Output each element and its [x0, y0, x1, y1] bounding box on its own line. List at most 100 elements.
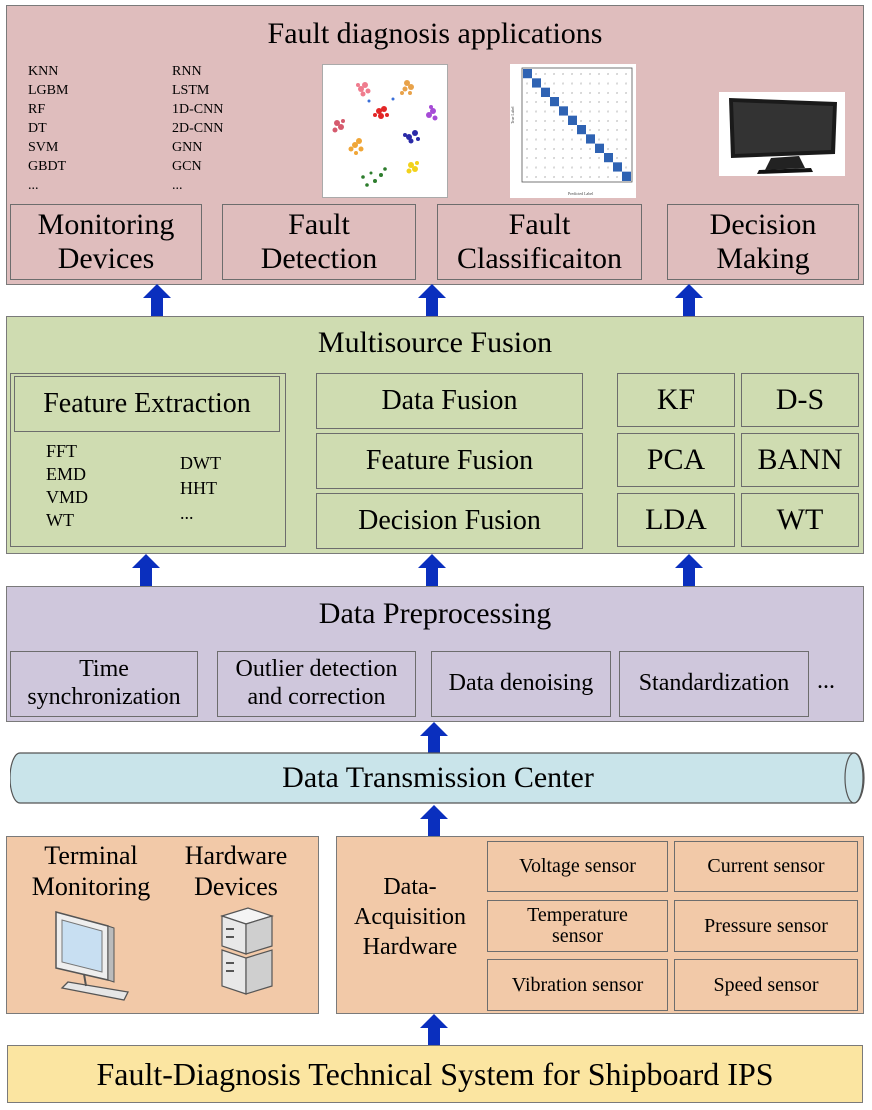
- step-standardization: Standardization: [619, 651, 809, 717]
- cm-cell: [532, 134, 541, 144]
- cm-cell: [604, 87, 613, 97]
- cm-cell-label: 0: [544, 175, 546, 179]
- cm-cell-label: 0: [526, 100, 528, 104]
- sensor-temperature: Temperature sensor: [487, 900, 668, 952]
- cm-cell-label: 0: [616, 72, 618, 76]
- applications-title: Fault diagnosis applications: [267, 17, 603, 50]
- cm-diagonal-cell: [586, 134, 595, 144]
- cm-cell: [559, 87, 568, 97]
- cm-cell: [523, 97, 532, 107]
- cm-cell-label: 0: [562, 175, 564, 179]
- cm-cell-label: 0: [553, 175, 555, 179]
- cm-cell-label: 0: [562, 138, 564, 142]
- cm-cell-label: 0: [526, 128, 528, 132]
- step-data-denoising: Data denoising: [431, 651, 611, 717]
- cm-cell-label: 0: [562, 119, 564, 123]
- cm-cell: [568, 78, 577, 88]
- cm-cell: [523, 106, 532, 116]
- cm-cell-label: 0: [553, 156, 555, 160]
- arrow-up-icon: [420, 805, 448, 837]
- cm-cell: [550, 143, 559, 153]
- cm-cell-label: 0: [571, 110, 573, 114]
- dl-algorithm: RNN: [172, 64, 202, 79]
- ml-algorithm: LGBM: [28, 83, 69, 98]
- cm-cell-label: 0: [616, 156, 618, 160]
- cm-cell-label: 0: [598, 128, 600, 132]
- cm-cell: [523, 153, 532, 163]
- cm-cell-label: 0: [616, 119, 618, 123]
- cm-cell: [604, 143, 613, 153]
- cm-cell-label: 0: [526, 147, 528, 151]
- cm-diagonal-cell: [550, 97, 559, 107]
- dl-algorithm: LSTM: [172, 83, 210, 98]
- sensor-vibration: Vibration sensor: [487, 959, 668, 1011]
- cm-cell: [550, 162, 559, 172]
- arrow-up-icon: [418, 284, 446, 316]
- cm-cell-label: 0: [526, 156, 528, 160]
- cm-cell-label: 0: [535, 91, 537, 95]
- cm-cell: [550, 125, 559, 135]
- dl-algorithm: GNN: [172, 140, 203, 155]
- cm-cell: [595, 78, 604, 88]
- cm-cell-label: 0: [544, 147, 546, 151]
- cm-cell-label: 0: [562, 166, 564, 170]
- cm-cell-label: 0: [535, 156, 537, 160]
- cm-cell-label: 0: [544, 72, 546, 76]
- cm-cell: [595, 162, 604, 172]
- cm-cell: [532, 153, 541, 163]
- cm-cell: [586, 97, 595, 107]
- step-time-synchronization: Time synchronization: [10, 651, 198, 717]
- cm-cell-label: 0: [526, 166, 528, 170]
- cm-cell-label: 0: [625, 91, 627, 95]
- cm-cell-label: 0: [544, 128, 546, 132]
- cm-cell-label: 0: [580, 72, 582, 76]
- cm-diagonal-cell: [559, 106, 568, 116]
- cm-cell: [559, 171, 568, 181]
- step-outlier-detection: Outlier detection and correction: [217, 651, 416, 717]
- cm-cell: [577, 69, 586, 79]
- ml-algorithm: RF: [28, 102, 46, 117]
- cm-cell-label: 0: [571, 147, 573, 151]
- cm-cell: [550, 115, 559, 125]
- cm-cell: [568, 162, 577, 172]
- ml-algorithm: SVM: [28, 140, 59, 155]
- cm-diagonal-cell: [541, 87, 550, 97]
- cm-cell: [523, 134, 532, 144]
- cm-cell-label: 0: [571, 138, 573, 142]
- cm-cell-label: 0: [616, 100, 618, 104]
- cm-cell: [568, 97, 577, 107]
- cm-cell: [532, 115, 541, 125]
- cm-cell-label: 0: [580, 110, 582, 114]
- cm-cell-label: 0: [625, 72, 627, 76]
- cm-cell: [613, 97, 622, 107]
- cm-cell: [622, 97, 631, 107]
- cm-cell: [568, 143, 577, 153]
- cm-diagonal-cell: [568, 115, 577, 125]
- cm-cell: [559, 134, 568, 144]
- cm-cell-label: 0: [562, 147, 564, 151]
- cm-cell-label: 0: [571, 82, 573, 86]
- cm-cell: [604, 134, 613, 144]
- cm-cell: [550, 87, 559, 97]
- cm-cell: [523, 115, 532, 125]
- cm-cell-label: 0: [553, 82, 555, 86]
- cm-cell-label: 0: [607, 110, 609, 114]
- cm-cell-label: 0: [526, 119, 528, 123]
- cm-cell: [541, 162, 550, 172]
- cm-xlabel: Predicted Label: [568, 191, 594, 196]
- cm-cell-label: 0: [589, 72, 591, 76]
- cm-cell: [577, 162, 586, 172]
- system-title: Fault-Diagnosis Technical System for Shi…: [7, 1045, 863, 1103]
- cm-cell: [595, 87, 604, 97]
- cm-cell-label: 0: [598, 119, 600, 123]
- cm-cell-label: 0: [553, 138, 555, 142]
- cm-cell-label: 0: [607, 166, 609, 170]
- cm-cell-label: 0: [553, 72, 555, 76]
- cm-cell-label: 0: [544, 100, 546, 104]
- cm-cell-label: 0: [562, 91, 564, 95]
- cm-cell-label: 0: [580, 156, 582, 160]
- cm-cell: [586, 125, 595, 135]
- cm-diagonal-cell: [523, 69, 532, 79]
- cm-cell-label: 0: [544, 138, 546, 142]
- cm-cell: [604, 162, 613, 172]
